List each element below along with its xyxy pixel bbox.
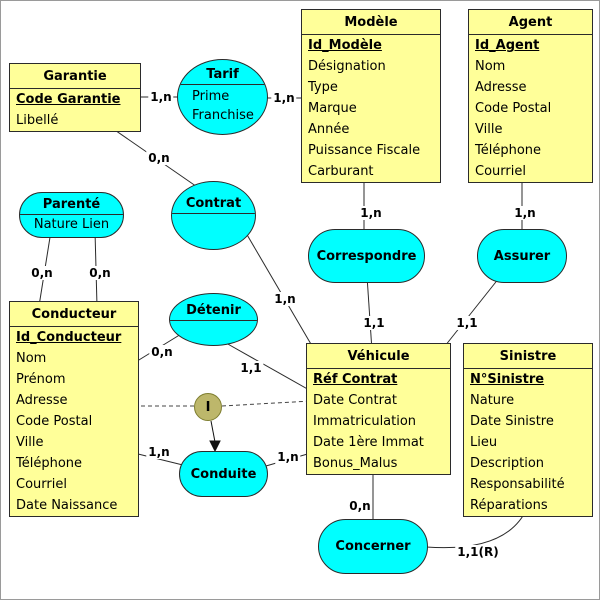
- dashed-constraint-vehicule: [221, 400, 312, 407]
- cardinality-assurer-vehicule: 1,1: [454, 316, 480, 330]
- cardinality-garantie-tarif: 1,n: [148, 90, 174, 104]
- inclusion-constraint-label: I: [205, 399, 211, 415]
- association-attribute: Prime: [192, 89, 230, 104]
- attribute: Nom: [16, 351, 47, 366]
- association-title: Conduite: [190, 466, 257, 482]
- cardinality-vehicule-concerner: 0,n: [347, 499, 373, 513]
- attribute: Courriel: [475, 164, 526, 179]
- attribute: Code Postal: [16, 414, 93, 429]
- attribute: Adresse: [475, 80, 527, 95]
- attribute: Type: [308, 80, 338, 95]
- attribute: Désignation: [308, 59, 386, 74]
- cardinality-concerner-sinistre: 1,1(R): [455, 545, 501, 559]
- association-title: Contrat: [172, 182, 255, 214]
- attribute: Puissance Fiscale: [308, 143, 421, 158]
- entity-title: Véhicule: [307, 344, 450, 369]
- constraint-arrow-shaft: [210, 420, 216, 443]
- line-assurer-vehicule: [440, 272, 504, 352]
- constraint-arrow-head: [209, 440, 221, 453]
- attribute: Responsabilité: [470, 477, 565, 492]
- attribute: Ville: [475, 122, 503, 137]
- attribute-primary-key: Id_Conducteur: [16, 330, 122, 345]
- entity-agent: Agent Id_Agent Nom Adresse Code Postal V…: [468, 9, 593, 183]
- attribute: Date 1ère Immat: [313, 435, 424, 450]
- association-correspondre: Correspondre: [308, 229, 425, 283]
- association-title: Correspondre: [316, 248, 417, 264]
- association-attribute: Nature Lien: [33, 217, 110, 232]
- association-title: Assurer: [493, 248, 551, 264]
- association-detenir: Détenir: [169, 293, 258, 346]
- association-attribute: Franchise: [192, 108, 254, 123]
- attribute: Date Sinistre: [470, 414, 554, 429]
- entity-title: Sinistre: [464, 344, 592, 369]
- attribute-primary-key: N°Sinistre: [470, 372, 545, 387]
- cardinality-tarif-modele: 1,n: [271, 91, 297, 105]
- attribute: Téléphone: [16, 456, 83, 471]
- attribute: Libellé: [16, 113, 59, 128]
- association-concerner: Concerner: [318, 519, 428, 574]
- line-detenir-vehicule: [225, 342, 312, 392]
- cardinality-garantie-contrat: 0,n: [146, 151, 172, 165]
- entity-modele: Modèle Id_Modèle Désignation Type Marque…: [301, 9, 441, 183]
- attribute: Courriel: [16, 477, 67, 492]
- attribute: Bonus_Malus: [313, 456, 398, 471]
- attribute: Année: [308, 122, 350, 137]
- entity-vehicule: Véhicule Réf Contrat Date Contrat Immatr…: [306, 343, 451, 475]
- inclusion-constraint-circle: I: [194, 393, 222, 421]
- attribute: Marque: [308, 101, 357, 116]
- association-parente: Parenté Nature Lien: [19, 192, 124, 238]
- association-tarif: Tarif Prime Franchise: [177, 59, 268, 135]
- cardinality-conduite-vehicule: 1,n: [275, 450, 301, 464]
- entity-garantie: Garantie Code Garantie Libellé: [9, 63, 141, 132]
- entity-title: Agent: [469, 10, 592, 35]
- cardinality-detenir-vehicule: 1,1: [238, 361, 264, 375]
- attribute: Réparations: [470, 498, 548, 513]
- association-title: Parenté: [20, 193, 123, 215]
- attribute: Nom: [475, 59, 506, 74]
- attribute: Carburant: [308, 164, 374, 179]
- cardinality-conducteur-conduite: 1,n: [146, 445, 172, 459]
- attribute: Téléphone: [475, 143, 542, 158]
- association-assurer: Assurer: [477, 229, 567, 283]
- attribute: Ville: [16, 435, 44, 450]
- attribute: Nature: [470, 393, 515, 408]
- line-correspondre-vehicule: [366, 275, 373, 352]
- association-conduite: Conduite: [179, 451, 268, 497]
- association-title: Concerner: [335, 539, 411, 554]
- association-title: Tarif: [178, 60, 267, 85]
- cardinality-modele-correspondre: 1,n: [358, 206, 384, 220]
- cardinality-parente-conducteur-right: 0,n: [87, 266, 113, 280]
- attribute: Description: [470, 456, 545, 471]
- attribute-primary-key: Réf Contrat: [313, 372, 398, 387]
- association-title: Détenir: [170, 294, 257, 321]
- attribute: Prénom: [16, 372, 66, 387]
- entity-conducteur: Conducteur Id_Conducteur Nom Prénom Adre…: [9, 301, 139, 517]
- entity-sinistre: Sinistre N°Sinistre Nature Date Sinistre…: [463, 343, 593, 517]
- cardinality-conducteur-detenir: 0,n: [149, 345, 175, 359]
- attribute: Code Postal: [475, 101, 552, 116]
- attribute: Date Naissance: [16, 498, 118, 513]
- entity-title: Garantie: [10, 64, 140, 89]
- attribute-primary-key: Id_Agent: [475, 38, 540, 53]
- attribute: Date Contrat: [313, 393, 397, 408]
- cardinality-agent-assurer: 1,n: [512, 206, 538, 220]
- attribute-primary-key: Id_Modèle: [308, 38, 382, 53]
- cardinality-contrat-vehicule: 1,n: [272, 292, 298, 306]
- association-contrat: Contrat: [171, 181, 256, 250]
- attribute: Lieu: [470, 435, 498, 450]
- cardinality-correspondre-vehicule: 1,1: [361, 316, 387, 330]
- entity-title: Conducteur: [10, 302, 138, 327]
- attribute: Adresse: [16, 393, 68, 408]
- attribute: Immatriculation: [313, 414, 417, 429]
- attribute-primary-key: Code Garantie: [16, 92, 121, 107]
- entity-title: Modèle: [302, 10, 440, 35]
- cardinality-parente-conducteur-left: 0,n: [29, 266, 55, 280]
